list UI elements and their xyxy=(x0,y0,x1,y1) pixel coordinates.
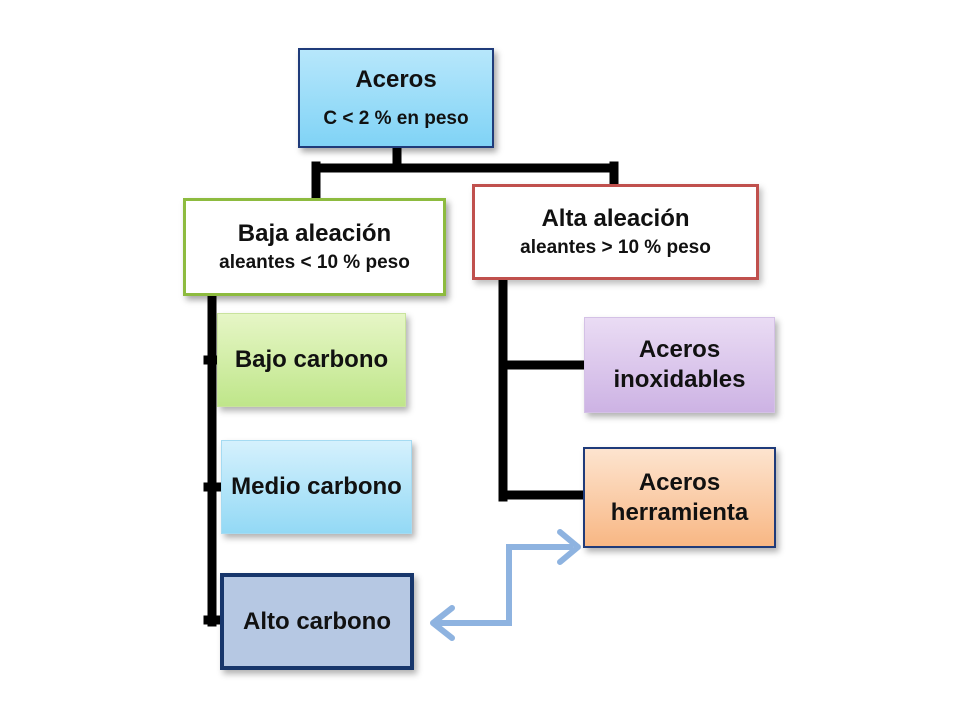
node-aceros: Aceros C < 2 % en peso xyxy=(298,48,494,148)
node-aceros-subtitle: C < 2 % en peso xyxy=(323,108,469,129)
root-connector xyxy=(311,143,619,203)
node-aceros-title: Aceros xyxy=(355,66,437,93)
node-baja-aleacion-subtitle: aleantes < 10 % peso xyxy=(219,252,410,273)
node-alta-aleacion-subtitle: aleantes > 10 % peso xyxy=(520,237,711,258)
double-arrow-link xyxy=(436,544,573,626)
arrowhead-left xyxy=(430,605,455,641)
low-alloy-branch xyxy=(203,291,227,627)
node-bajo-carbono: Bajo carbono xyxy=(217,313,406,407)
node-alta-aleacion-title: Alta aleación xyxy=(541,205,690,232)
high-alloy-branch xyxy=(498,275,590,502)
node-aceros-herramienta: Aceros herramienta xyxy=(583,447,776,548)
node-aceros-inoxidables: Aceros inoxidables xyxy=(584,317,775,413)
arrowhead-right xyxy=(557,529,581,565)
node-alta-aleacion: Alta aleación aleantes > 10 % peso xyxy=(472,184,759,280)
node-baja-aleacion-title: Baja aleación xyxy=(237,220,392,247)
node-medio-carbono: Medio carbono xyxy=(221,440,412,534)
node-baja-aleacion: Baja aleación aleantes < 10 % peso xyxy=(183,198,446,296)
node-alto-carbono: Alto carbono xyxy=(220,573,414,670)
